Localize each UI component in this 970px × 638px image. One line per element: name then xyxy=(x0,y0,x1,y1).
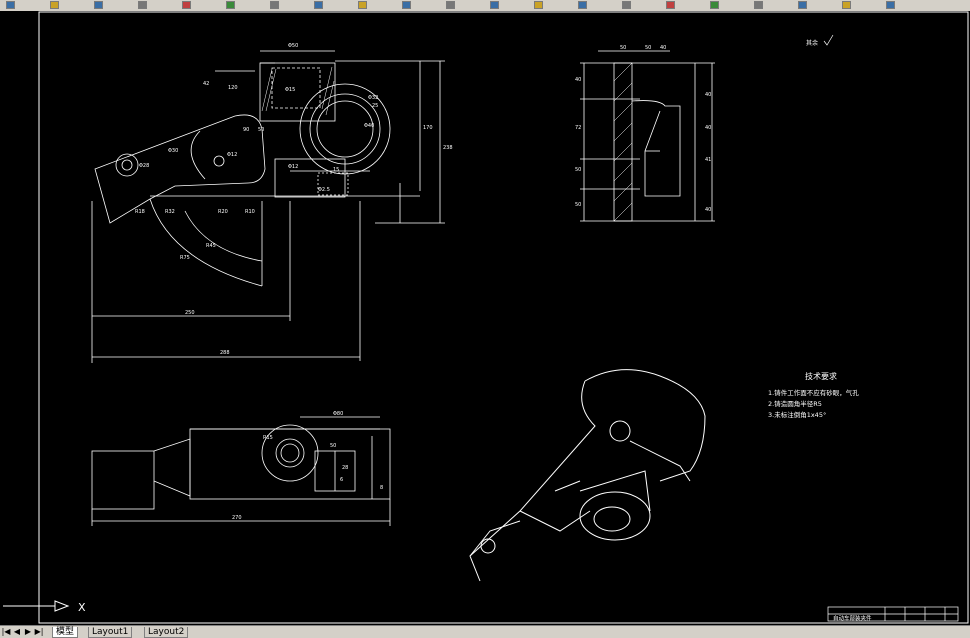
zoom-icon[interactable] xyxy=(534,1,543,9)
first-tab-button[interactable]: |◀ xyxy=(1,627,11,636)
svg-text:R32: R32 xyxy=(165,209,175,215)
side-view xyxy=(580,50,715,222)
svg-text:6: 6 xyxy=(340,477,343,483)
top-view-dims: Φ50 42 120 Φ15 Φ32 25 Φ40 50 90 Φ12 15 1… xyxy=(135,43,453,356)
svg-text:Φ12: Φ12 xyxy=(227,152,237,158)
svg-text:42: 42 xyxy=(203,81,209,87)
svg-text:170: 170 xyxy=(423,125,433,131)
layout-tabs: |◀ ◀ ▶ ▶| 模型 Layout1 Layout2 xyxy=(0,625,970,638)
svg-text:2.铸造圆角半径R5: 2.铸造圆角半径R5 xyxy=(768,399,822,408)
svg-text:288: 288 xyxy=(220,350,230,356)
pan-icon[interactable] xyxy=(490,1,499,9)
tab-model[interactable]: 模型 xyxy=(52,627,79,638)
paste-icon[interactable] xyxy=(314,1,323,9)
svg-text:120: 120 xyxy=(228,85,238,91)
svg-text:R75: R75 xyxy=(180,255,190,261)
new-icon[interactable] xyxy=(6,1,15,9)
svg-text:Φ50: Φ50 xyxy=(288,43,298,49)
match-icon[interactable] xyxy=(358,1,367,9)
tab-layout2[interactable]: Layout2 xyxy=(144,627,189,638)
preview-icon[interactable] xyxy=(182,1,191,9)
svg-text:Φ2.5: Φ2.5 xyxy=(318,187,330,193)
save-icon[interactable] xyxy=(94,1,103,9)
title-block-name: 自动车部装夹件 xyxy=(833,614,872,622)
svg-text:50: 50 xyxy=(620,45,626,51)
copy-icon[interactable] xyxy=(270,1,279,9)
svg-text:238: 238 xyxy=(443,145,453,151)
svg-text:Φ40: Φ40 xyxy=(364,123,374,129)
svg-text:40: 40 xyxy=(705,92,711,98)
undo-icon[interactable] xyxy=(402,1,411,9)
svg-text:R10: R10 xyxy=(245,209,255,215)
zoom-previous-icon[interactable] xyxy=(622,1,631,9)
svg-text:40: 40 xyxy=(575,77,581,83)
svg-text:Φ30: Φ30 xyxy=(168,148,178,154)
next-tab-button[interactable]: ▶ xyxy=(24,627,32,636)
title-block xyxy=(827,606,959,622)
ucs-icon xyxy=(3,600,70,612)
front-view-dims: Φ80 R15 50 28 6 8 270 xyxy=(232,411,383,521)
svg-text:Φ32: Φ32 xyxy=(368,95,378,101)
redo-icon[interactable] xyxy=(446,1,455,9)
svg-text:50: 50 xyxy=(645,45,651,51)
svg-text:270: 270 xyxy=(232,515,242,521)
top-view xyxy=(91,50,445,363)
ucs-x-label: X xyxy=(78,601,86,614)
svg-text:技术要求: 技术要求 xyxy=(805,371,837,381)
print-icon[interactable] xyxy=(138,1,147,9)
svg-text:Φ80: Φ80 xyxy=(333,411,343,417)
tab-layout1[interactable]: Layout1 xyxy=(88,627,133,638)
svg-text:15: 15 xyxy=(333,167,339,173)
svg-text:50: 50 xyxy=(258,127,264,133)
svg-text:3.未标注倒角1x45°: 3.未标注倒角1x45° xyxy=(768,410,826,419)
design-center-icon[interactable] xyxy=(710,1,719,9)
svg-text:50: 50 xyxy=(575,167,581,173)
svg-text:50: 50 xyxy=(330,443,336,449)
svg-text:1.铸件工作面不应有砂眼，气孔: 1.铸件工作面不应有砂眼，气孔 xyxy=(768,388,859,397)
properties-icon[interactable] xyxy=(666,1,675,9)
tool-palette-icon[interactable] xyxy=(754,1,763,9)
svg-text:40: 40 xyxy=(660,45,666,51)
open-icon[interactable] xyxy=(50,1,59,9)
svg-text:Φ15: Φ15 xyxy=(285,87,295,93)
calc-icon[interactable] xyxy=(842,1,851,9)
svg-text:R45: R45 xyxy=(206,243,216,249)
front-view xyxy=(91,416,391,526)
drawing-svg[interactable]: Φ50 42 120 Φ15 Φ32 25 Φ40 50 90 Φ12 15 1… xyxy=(0,11,970,625)
svg-text:41: 41 xyxy=(705,157,711,163)
zoom-window-icon[interactable] xyxy=(578,1,587,9)
svg-text:R18: R18 xyxy=(135,209,145,215)
svg-text:25: 25 xyxy=(372,103,378,109)
svg-text:Φ28: Φ28 xyxy=(139,163,149,169)
markup-icon[interactable] xyxy=(798,1,807,9)
svg-text:40: 40 xyxy=(705,207,711,213)
layer-icon[interactable] xyxy=(886,1,895,9)
svg-text:R15: R15 xyxy=(263,435,273,441)
tech-requirements: 技术要求 1.铸件工作面不应有砂眼，气孔 2.铸造圆角半径R5 3.未标注倒角1… xyxy=(768,371,859,419)
drawing-canvas[interactable]: Φ50 42 120 Φ15 Φ32 25 Φ40 50 90 Φ12 15 1… xyxy=(0,11,970,625)
svg-text:50: 50 xyxy=(575,202,581,208)
svg-text:8: 8 xyxy=(380,485,383,491)
toolbar xyxy=(0,0,970,12)
svg-text:250: 250 xyxy=(185,310,195,316)
last-tab-button[interactable]: ▶| xyxy=(34,627,44,636)
svg-text:其余: 其余 xyxy=(806,39,818,47)
svg-text:40: 40 xyxy=(705,125,711,131)
prev-tab-button[interactable]: ◀ xyxy=(13,627,21,636)
isometric-view xyxy=(469,369,706,582)
svg-text:90: 90 xyxy=(243,127,249,133)
svg-text:Φ12: Φ12 xyxy=(288,164,298,170)
side-view-dims: 50 50 40 40 40 72 50 41 40 50 40 xyxy=(575,45,711,213)
roughness-mark: 其余 xyxy=(806,34,834,47)
drawing-frame xyxy=(38,11,969,624)
svg-text:72: 72 xyxy=(575,125,581,131)
svg-text:28: 28 xyxy=(342,465,348,471)
svg-text:R20: R20 xyxy=(218,209,228,215)
cut-icon[interactable] xyxy=(226,1,235,9)
